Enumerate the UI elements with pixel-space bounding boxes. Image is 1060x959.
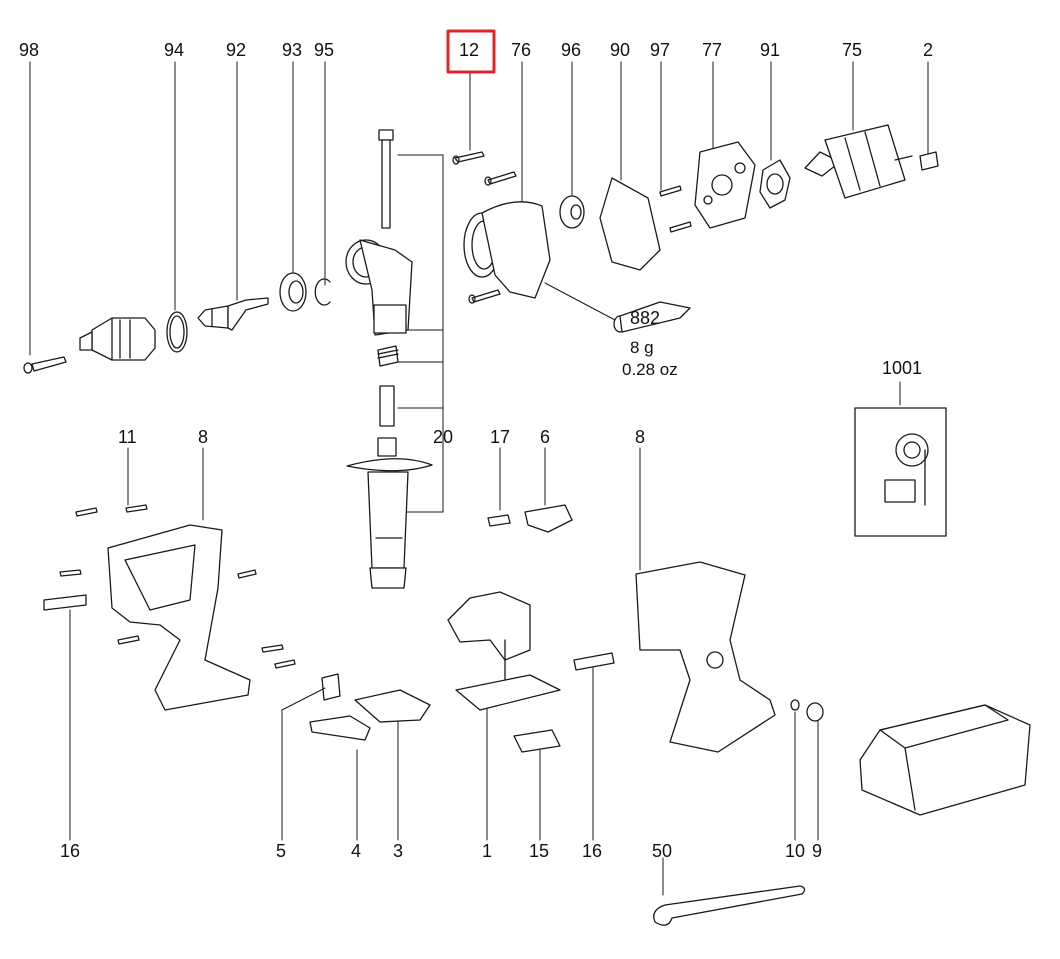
- grease-weight-ounces: 0.28 oz: [622, 360, 678, 379]
- part-label-16-mid: 16: [582, 841, 603, 861]
- wrench-50: [653, 885, 806, 926]
- bearing-96: [559, 195, 585, 229]
- screws-11: [59, 504, 296, 669]
- gasket-90: [599, 177, 661, 271]
- ring-gear-91: [759, 159, 791, 209]
- gear-housing-76: [463, 201, 551, 299]
- part-label-2: 2: [923, 40, 934, 60]
- part-label-91: 91: [760, 40, 781, 60]
- circlip-94: [166, 311, 188, 353]
- part-label-75: 75: [842, 40, 863, 60]
- label-plate-16-left: [43, 594, 87, 611]
- motor-75: [804, 124, 913, 199]
- part-label-97: 97: [650, 40, 671, 60]
- slide-4: [309, 715, 371, 741]
- switch-1: [447, 591, 561, 711]
- ball-bearing-93: [279, 272, 307, 312]
- part-label-9: 9: [812, 841, 823, 861]
- part-label-11: 11: [118, 427, 137, 447]
- part-label-77: 77: [702, 40, 723, 60]
- part-label-5: 5: [276, 841, 287, 861]
- part-label-4: 4: [351, 841, 362, 861]
- spindle-92: [197, 297, 269, 331]
- part-label-76: 76: [511, 40, 532, 60]
- knob-9: [806, 702, 824, 722]
- keyless-chuck-94: [79, 317, 156, 361]
- logo-plate-6: [524, 504, 573, 533]
- part-label-1: 1: [482, 841, 493, 861]
- part-label-98: 98: [19, 40, 40, 60]
- bushing-2: [919, 151, 939, 171]
- o-ring-10: [790, 699, 800, 711]
- insulation-15: [513, 729, 561, 753]
- grease-weight-grams: 8 g: [630, 338, 654, 357]
- seal-17: [487, 514, 511, 527]
- part-label-90: 90: [610, 40, 631, 60]
- housing-half-left-8: [107, 524, 251, 711]
- housing-half-right-8: [635, 561, 776, 753]
- part-label-50: 50: [652, 841, 673, 861]
- part-label-882: 882: [630, 308, 661, 328]
- part-label-94: 94: [164, 40, 185, 60]
- part-label-3: 3: [393, 841, 404, 861]
- part-label-92: 92: [226, 40, 247, 60]
- part-label-93: 93: [282, 40, 303, 60]
- leader-lines: [29, 61, 929, 896]
- direction-switch-3: [354, 689, 431, 723]
- part-label-6: 6: [540, 427, 551, 447]
- screws-12: [452, 151, 517, 304]
- part-label-96: 96: [561, 40, 582, 60]
- highlight-box: [446, 29, 496, 74]
- screws-97: [659, 185, 692, 233]
- part-label-1001: 1001: [882, 358, 923, 378]
- spring-5: [321, 673, 341, 701]
- part-label-17: 17: [490, 427, 511, 447]
- retaining-ring-95: [314, 278, 331, 306]
- part-label-8-right: 8: [635, 427, 646, 447]
- part-label-16-left: 16: [60, 841, 81, 861]
- part-label-10: 10: [785, 841, 806, 861]
- auxiliary-handle-assembly: [345, 129, 433, 589]
- battery-pack: [859, 704, 1031, 816]
- grease-tube-icon: [613, 301, 691, 333]
- part-label-12: 12: [459, 40, 480, 60]
- part-label-20: 20: [433, 427, 454, 447]
- wiring-schematic-icon: [854, 407, 947, 537]
- part-label-15: 15: [529, 841, 550, 861]
- gear-plate-77: [694, 141, 756, 229]
- label-plate-16-mid: [573, 652, 615, 671]
- part-label-8-left: 8: [198, 427, 209, 447]
- part-label-95: 95: [314, 40, 335, 60]
- screw-98: [23, 356, 67, 374]
